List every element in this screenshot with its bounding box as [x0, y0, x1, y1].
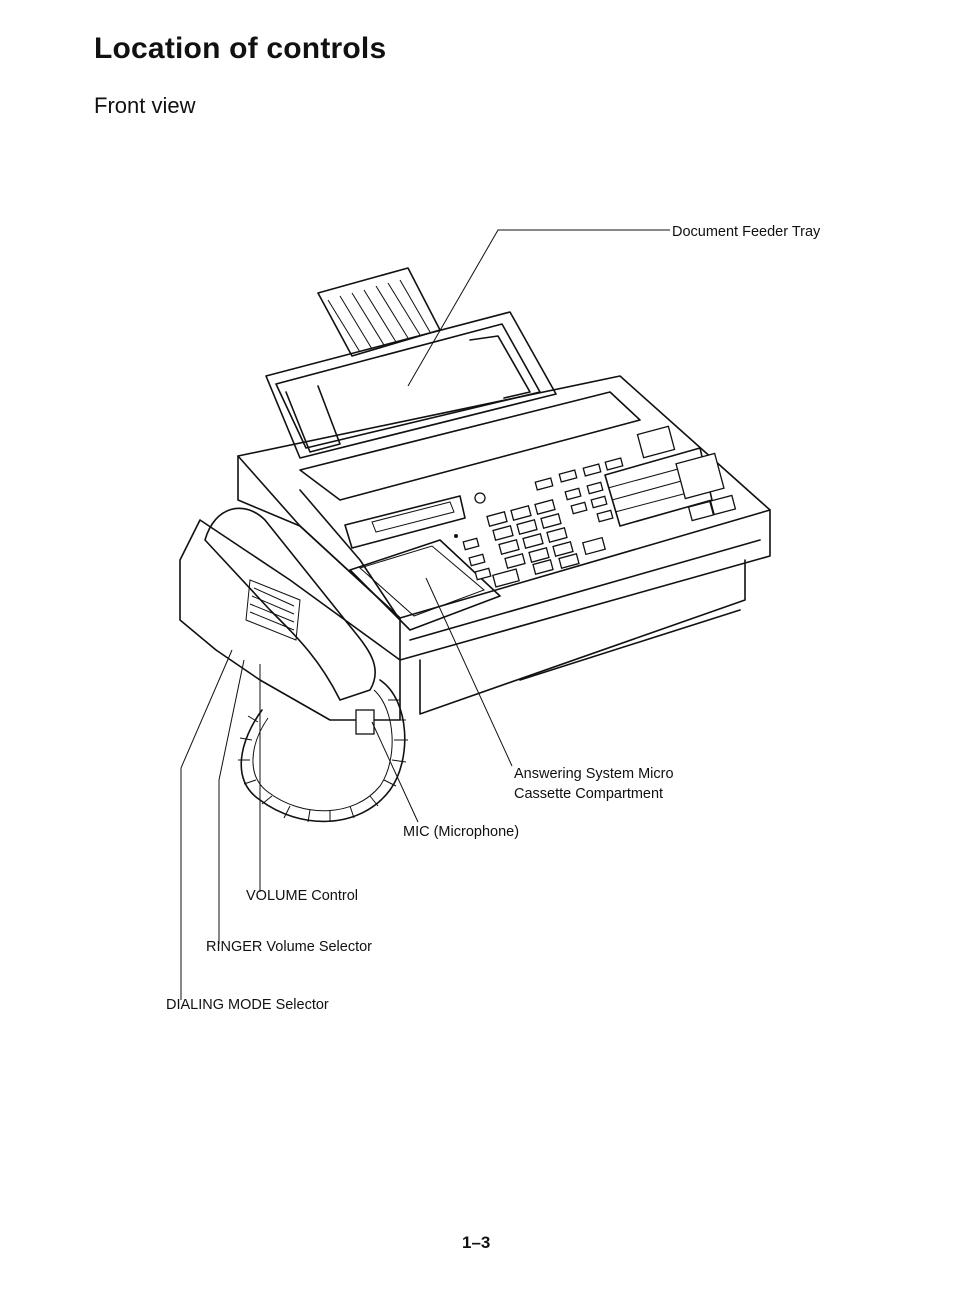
- document-feeder-tray: [265, 311, 557, 459]
- callout-ringer-selector: RINGER Volume Selector: [206, 939, 373, 955]
- handset: [179, 507, 401, 735]
- keypad: [454, 457, 624, 588]
- section-subtitle: Front view: [94, 93, 196, 118]
- page-title: Location of controls: [94, 32, 387, 65]
- fax-body: [237, 375, 771, 715]
- callout-document-feeder-tray: Document Feeder Tray: [672, 224, 821, 240]
- page-number: 1–3: [462, 1233, 491, 1252]
- cassette-compartment: [349, 539, 501, 631]
- callout-volume-control: VOLUME Control: [246, 888, 359, 904]
- callout-mic: MIC (Microphone): [403, 824, 520, 840]
- paper-support: [317, 267, 441, 357]
- callout-answering-line2: Cassette Compartment: [514, 786, 664, 802]
- callout-answering-line1: Answering System Micro: [514, 766, 674, 782]
- leader-lines: [180, 229, 670, 1000]
- callout-dialing-mode-selector: DIALING MODE Selector: [166, 997, 329, 1013]
- coiled-cord: [238, 679, 408, 823]
- lcd-display: [344, 495, 466, 549]
- one-touch-keys: [604, 425, 737, 527]
